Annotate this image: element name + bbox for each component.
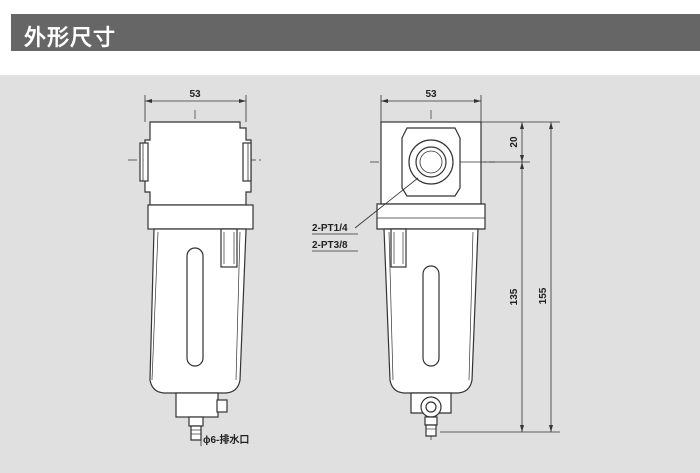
header-bar: 外形尺寸: [11, 14, 700, 51]
front-sight-glass: [186, 247, 204, 367]
front-head-block: [144, 121, 252, 206]
side-width-dimension: 53: [380, 89, 482, 122]
front-width-dimension: 53: [144, 89, 247, 122]
front-width-label: 53: [189, 89, 201, 100]
side-vertical-dimensions: 20 135 155: [440, 121, 560, 433]
side-view: 53 2-PT1/4: [312, 89, 560, 440]
side-lock-button: [390, 228, 407, 268]
front-collar: [147, 204, 254, 230]
front-view: 53 ϕ6-排水口: [128, 89, 262, 446]
dim-top-label: 20: [509, 136, 520, 148]
side-width-label: 53: [425, 89, 437, 100]
dim-total-label: 155: [538, 287, 549, 304]
drawing-panel: [0, 75, 700, 473]
port-label-1: 2-PT1/4: [312, 223, 348, 234]
front-left-port: [139, 142, 149, 182]
port-label-2: 2-PT3/8: [312, 240, 348, 251]
section-title: 外形尺寸: [24, 26, 117, 51]
drain-port-label: ϕ6-排水口: [203, 433, 249, 446]
front-right-port: [242, 142, 252, 182]
dim-mid-label: 135: [509, 288, 520, 305]
port-annotation: 2-PT1/4 2-PT3/8: [312, 177, 419, 252]
front-lock-button: [220, 228, 238, 268]
front-drain-valve: [175, 392, 219, 418]
side-collar: [376, 203, 486, 230]
side-sight-glass: [422, 265, 440, 367]
